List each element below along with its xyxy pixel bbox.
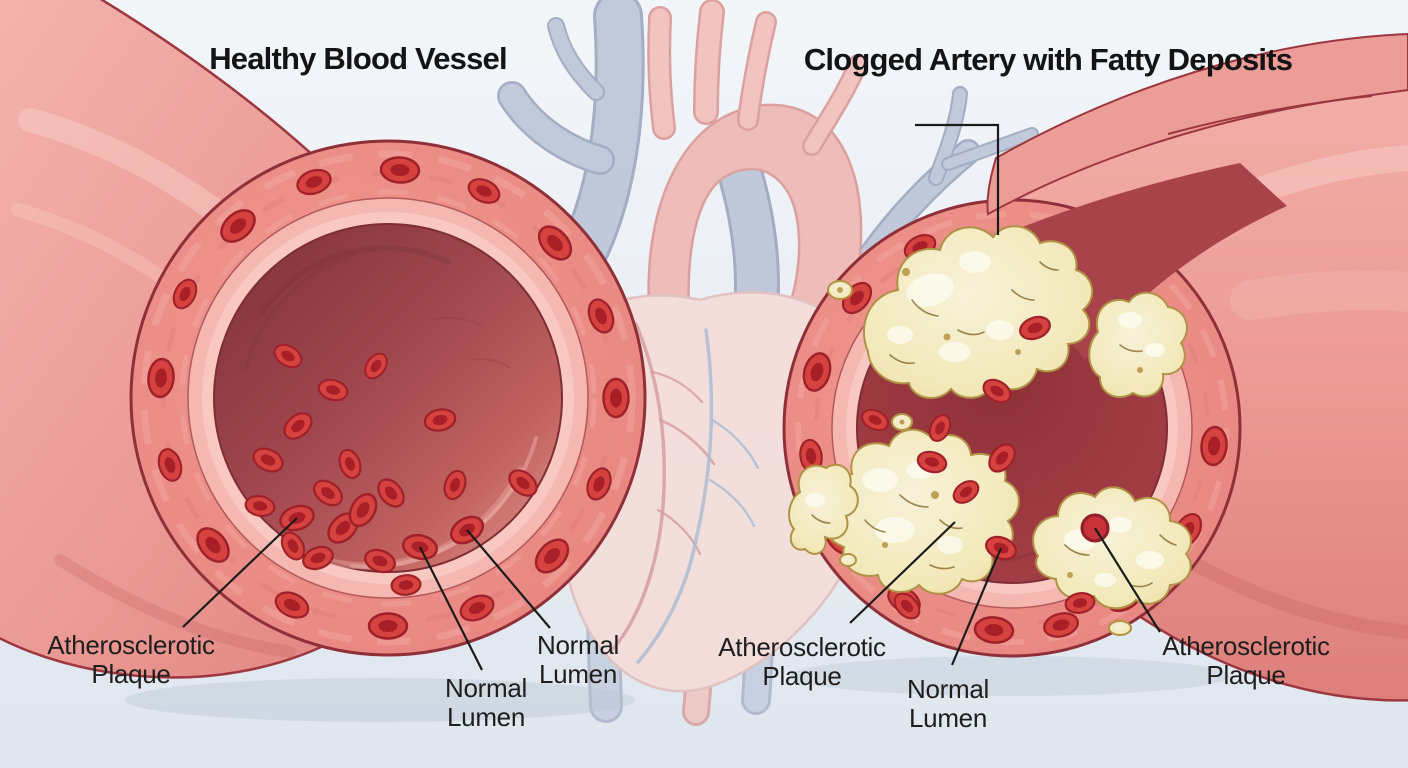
callout-normal-lumen-left-1: Normal Lumen [445, 674, 527, 731]
callout-atherosclerotic-plaque-left: Atherosclerotic Plaque [47, 630, 215, 689]
leader-line [182, 517, 298, 628]
leader-line [466, 529, 551, 629]
wall-streaks [795, 211, 1229, 645]
clogged-artery [782, 32, 1408, 702]
leader-lines [182, 123, 1161, 671]
callout-line: Normal [537, 630, 619, 660]
callout-line: Atherosclerotic [718, 632, 886, 662]
dissected-wall-flap [986, 32, 1408, 216]
plaque-blob [863, 225, 1094, 399]
callout-line: Normal [907, 674, 989, 704]
leader-line-elbow [915, 123, 1000, 235]
red-blood-cell [367, 612, 409, 640]
callout-line: Normal [445, 673, 527, 703]
leader-line [950, 547, 1003, 666]
callout-normal-lumen-left-2: Normal Lumen [537, 631, 619, 688]
title-healthy-vessel: Healthy Blood Vessel [209, 41, 507, 76]
healthy-vessel [0, 0, 647, 679]
callout-line: Plaque [1206, 659, 1286, 690]
plaque-blob [1108, 620, 1132, 636]
callout-normal-lumen-right: Normal Lumen [907, 675, 989, 732]
vessel-shadow [125, 678, 635, 722]
plaque-details [805, 251, 1177, 588]
normal-lumen [213, 223, 563, 573]
red-blood-cell [602, 377, 630, 419]
leader-line [1094, 527, 1161, 633]
callout-atherosclerotic-plaque-mid: Atherosclerotic Plaque [718, 632, 886, 691]
leader-line [419, 546, 483, 671]
callout-line: Lumen [909, 702, 987, 733]
wall-slit-line [1167, 95, 1373, 135]
callout-atherosclerotic-plaque-right: Atherosclerotic Plaque [1162, 631, 1330, 690]
vessel-shadow [790, 656, 1230, 696]
plaque-blob [1088, 291, 1188, 398]
leader-line [849, 521, 956, 624]
callout-line: Plaque [91, 658, 171, 689]
callout-line: Lumen [539, 658, 617, 689]
callout-line: Lumen [447, 701, 525, 732]
callout-line: Atherosclerotic [1162, 631, 1330, 661]
callout-line: Plaque [762, 660, 842, 691]
callout-line: Atherosclerotic [47, 630, 215, 660]
title-clogged-artery: Clogged Artery with Fatty Deposits [803, 42, 1293, 77]
plaque-blob [788, 463, 859, 555]
red-blood-cell [379, 155, 421, 185]
plaque-blob [839, 553, 857, 567]
aorta [647, 0, 868, 358]
